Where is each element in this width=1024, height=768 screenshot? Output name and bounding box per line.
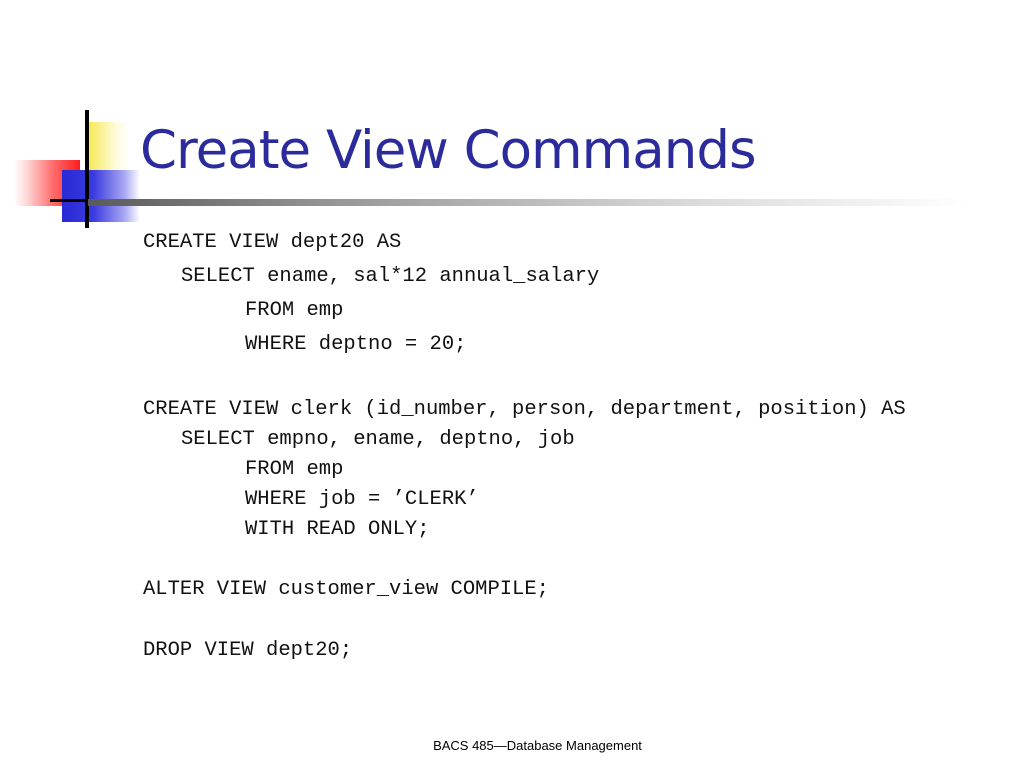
- code-line: WHERE job = ’CLERK’: [245, 488, 479, 511]
- slide-title: Create View Commands: [140, 120, 757, 181]
- code-line: FROM emp: [245, 299, 344, 322]
- code-line: CREATE VIEW dept20 AS: [143, 231, 402, 254]
- slide-footer: BACS 485—Database Management: [433, 738, 642, 753]
- logo-yellow-square: [86, 122, 130, 178]
- logo-blue-square: [62, 170, 140, 222]
- code-line: DROP VIEW dept20;: [143, 639, 353, 662]
- title-underline-rule: [88, 199, 968, 206]
- code-line: WITH READ ONLY;: [245, 518, 430, 541]
- logo-vertical-line: [85, 110, 89, 228]
- code-line: SELECT ename, sal*12 annual_salary: [181, 265, 600, 288]
- code-line: WHERE deptno = 20;: [245, 333, 467, 356]
- slide-logo-graphic: [0, 0, 160, 240]
- code-line: SELECT empno, ename, deptno, job: [181, 428, 575, 451]
- code-line: FROM emp: [245, 458, 344, 481]
- code-line: CREATE VIEW clerk (id_number, person, de…: [143, 398, 906, 421]
- code-line: ALTER VIEW customer_view COMPILE;: [143, 578, 549, 601]
